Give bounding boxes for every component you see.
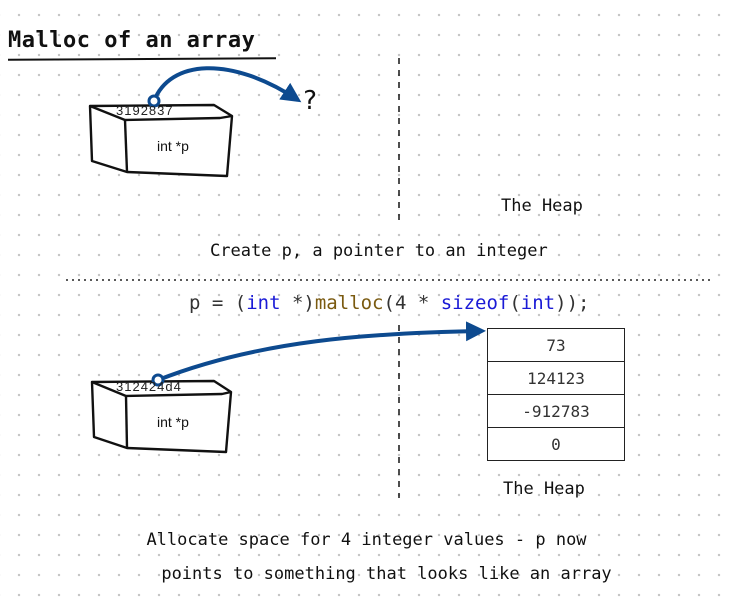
code-malloc: malloc: [314, 292, 384, 314]
heap-label-top: The Heap: [501, 196, 583, 216]
pointer-origin-bottom: [151, 373, 165, 387]
caption-bottom-line-1: Allocate space for 4 integer values - p …: [146, 530, 587, 550]
heap-array: 73 124123 -912783 0: [487, 328, 625, 461]
code-count: (4 *: [383, 292, 441, 314]
code-int-type-2: int: [520, 292, 556, 314]
code-cast: *): [280, 292, 315, 314]
heap-cell-3: 0: [487, 427, 625, 461]
pointer-label-top: int *p: [157, 138, 189, 154]
code-close: ));: [555, 292, 590, 314]
heap-label-bottom: The Heap: [503, 479, 585, 499]
code-int-type: int: [246, 292, 281, 314]
pointer-origin-top: [147, 94, 161, 108]
pointer-address-top: 3192837: [116, 103, 174, 118]
code-paren: (: [509, 292, 521, 314]
heap-cell-2: -912783: [487, 394, 625, 428]
pointer-label-bottom: int *p: [157, 414, 189, 430]
heap-cell-1: 124123: [487, 361, 625, 395]
caption-top-text: Create p, a pointer to an integer: [210, 241, 548, 261]
slide-title: Malloc of an array: [8, 28, 256, 53]
pointer-arrow-bottom: [157, 321, 486, 382]
code-assign: p = (: [189, 292, 247, 314]
unknown-target: ?: [302, 86, 318, 116]
pointer-box-top: [88, 103, 234, 178]
pointer-box-bottom: [90, 379, 233, 454]
pointer-address-bottom: 312424d4: [116, 379, 182, 394]
pointer-arrow-top: [152, 66, 302, 103]
code-sizeof: sizeof: [440, 292, 510, 314]
heap-cell-0: 73: [487, 328, 625, 362]
caption-bottom-line-2: points to something that looks like an a…: [161, 564, 612, 584]
